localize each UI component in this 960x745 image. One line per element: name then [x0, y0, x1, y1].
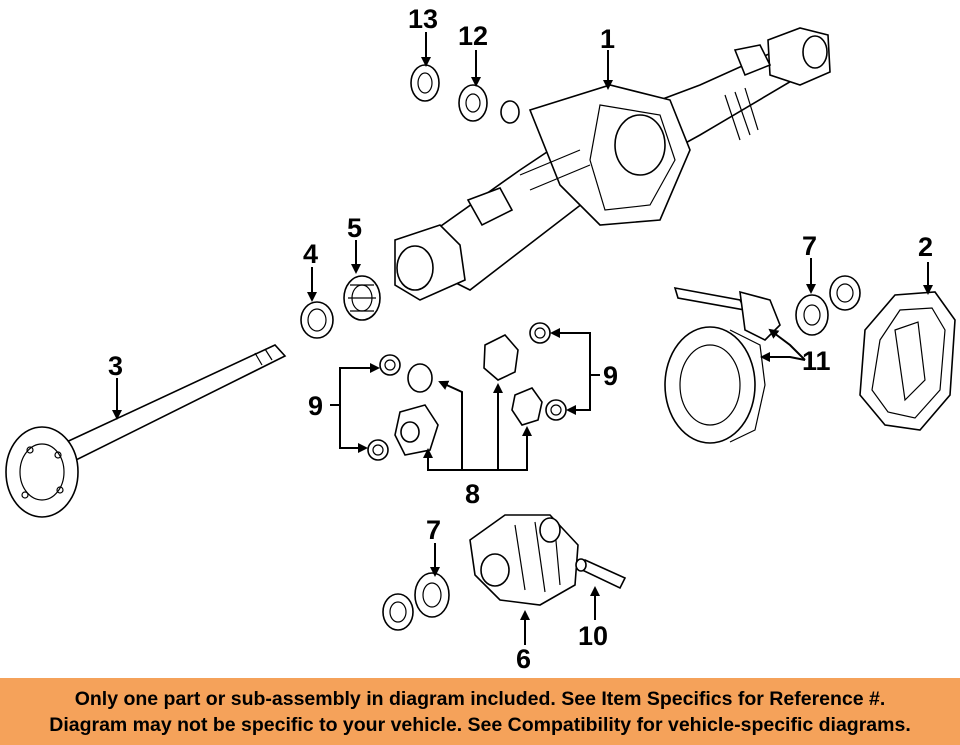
differential-cover [859, 291, 956, 431]
callout-9-left: 9 [308, 391, 323, 421]
carrier-bearing-upper [795, 275, 861, 336]
differential-case [469, 514, 579, 606]
thrust-washers [367, 322, 567, 461]
disclaimer-line-2: Diagram may not be specific to your vehi… [49, 714, 911, 736]
callout-13: 13 [408, 4, 438, 34]
callout-10: 10 [578, 621, 608, 651]
callout-5: 5 [347, 213, 362, 243]
axle-housing [394, 27, 831, 301]
callout-1: 1 [600, 24, 615, 54]
disclaimer-banner: Only one part or sub-assembly in diagram… [0, 678, 960, 745]
axle-seal [300, 301, 334, 339]
callout-7-upper: 7 [802, 231, 817, 261]
carrier-bearing-lower [382, 572, 450, 631]
cross-shaft-pin [575, 558, 627, 590]
side-and-pinion-gears [394, 334, 543, 456]
exploded-axle-diagram: 1 2 3 4 5 6 7 7 8 9 9 10 11 12 13 [5, 4, 956, 674]
callout-8: 8 [465, 479, 480, 509]
axle-shaft [5, 344, 287, 518]
callout-7-lower: 7 [426, 515, 441, 545]
pinion-seal [410, 64, 440, 102]
callout-6: 6 [516, 644, 531, 674]
callout-2: 2 [918, 232, 933, 262]
callout-numbers: 1 2 3 4 5 6 7 7 8 9 9 10 11 12 13 [108, 4, 933, 674]
ring-and-pinion-gear [664, 286, 781, 444]
axle-bearing [343, 275, 381, 321]
callout-3: 3 [108, 351, 123, 381]
disclaimer-line-1: Only one part or sub-assembly in diagram… [74, 688, 886, 710]
callout-12: 12 [458, 21, 488, 51]
leader-lines [112, 32, 933, 645]
callout-11: 11 [802, 346, 831, 376]
callout-4: 4 [303, 239, 318, 269]
callout-9-right: 9 [603, 361, 618, 391]
pinion-bearing [458, 84, 520, 124]
